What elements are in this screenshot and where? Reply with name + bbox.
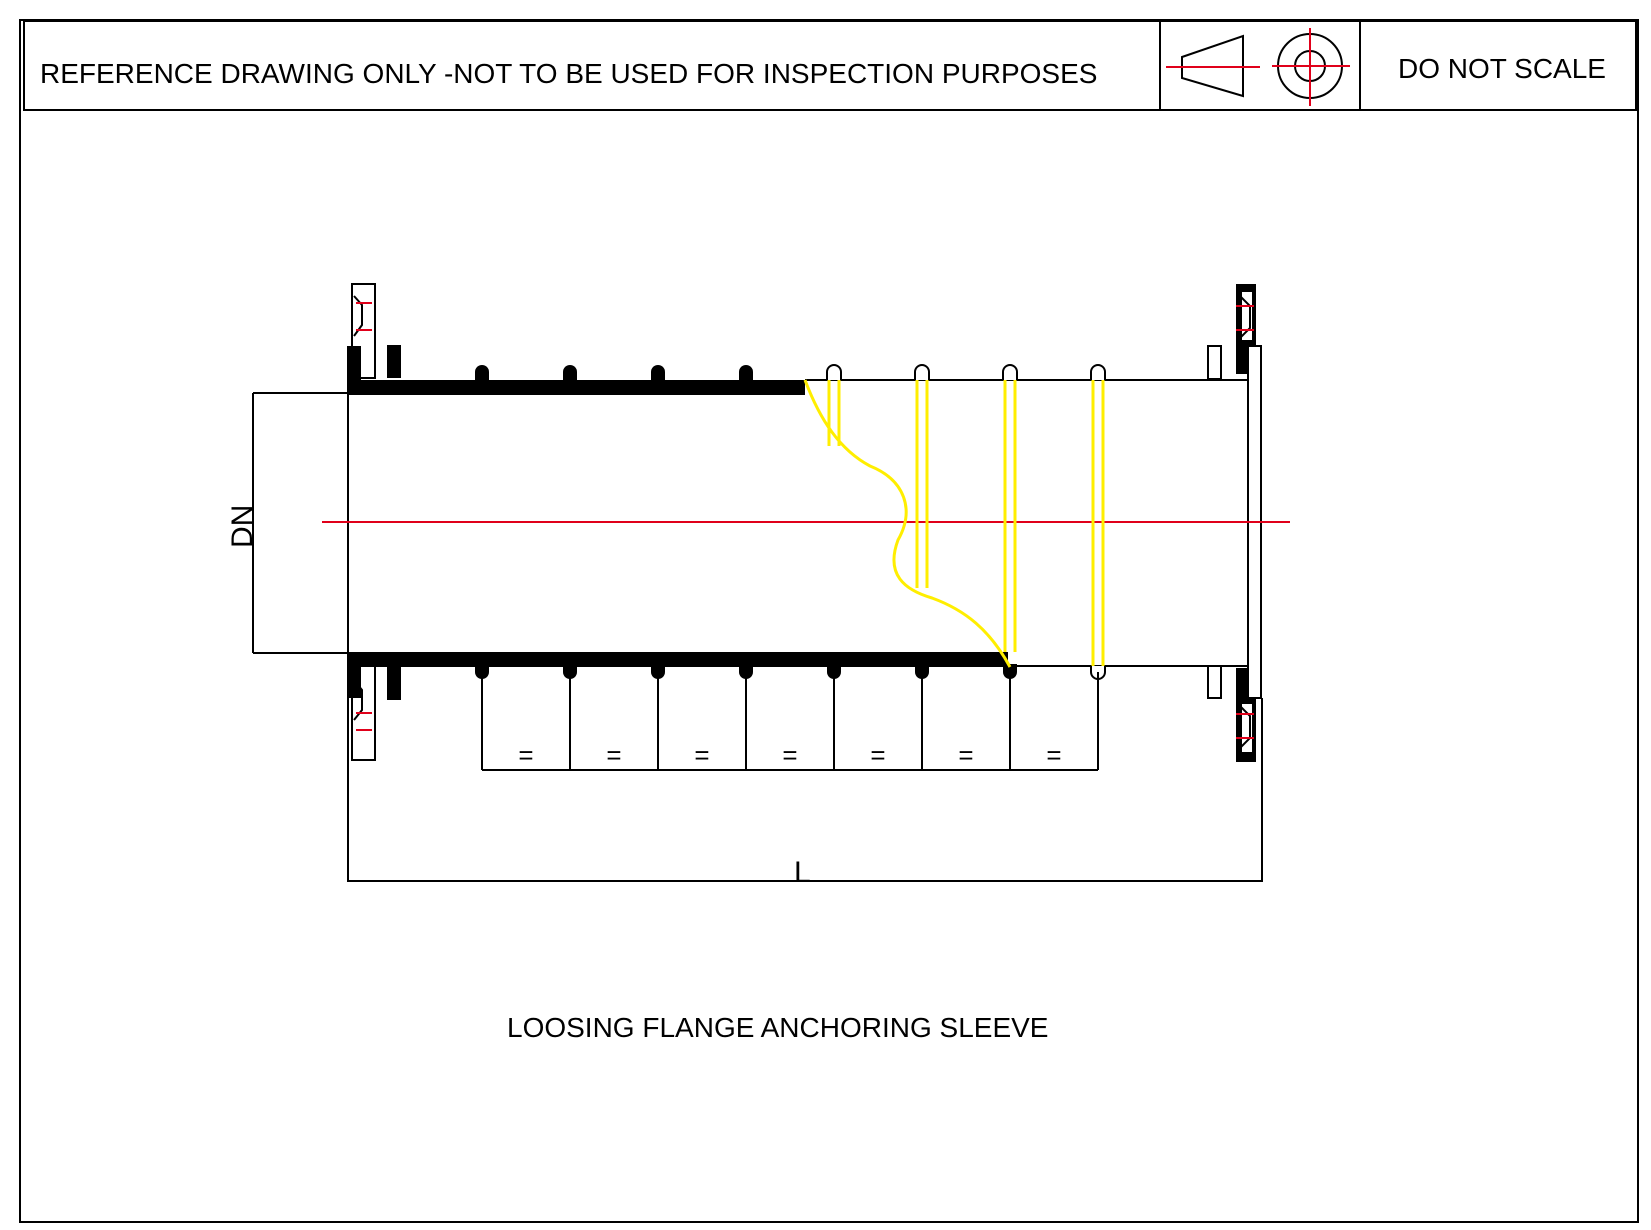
sheet-frame [19, 19, 1639, 1223]
equal-spacing-mark: = [870, 740, 885, 770]
right-flange-top [1207, 284, 1256, 380]
do-not-scale-note: DO NOT SCALE [1398, 53, 1606, 84]
reference-notice: REFERENCE DRAWING ONLY -NOT TO BE USED F… [40, 58, 1097, 89]
length-label: L [794, 856, 811, 889]
diameter-label: DN [226, 505, 259, 548]
sleeve-body [348, 379, 1248, 667]
inner-pipe [252, 380, 349, 662]
equal-spacing-mark: = [606, 740, 621, 770]
left-loose-flange-top [347, 283, 401, 386]
right-flange-bottom [1207, 665, 1256, 762]
break-line [803, 379, 1012, 668]
equal-spacing-mark: = [782, 740, 797, 770]
anchor-ribs-bottom [475, 664, 1017, 679]
anchor-ribs-top-outline [826, 364, 1106, 380]
equal-spacing-mark: = [1046, 740, 1061, 770]
left-loose-flange-bottom [347, 652, 401, 761]
equal-spacing-mark: = [958, 740, 973, 770]
equal-spacing-mark: = [518, 740, 533, 770]
third-angle-projection-icon [1166, 28, 1350, 106]
equal-spacing-dimensions: = = = = = = = [481, 672, 1099, 771]
anchor-ribs-top [475, 365, 753, 382]
drawing-caption: LOOSING FLANGE ANCHORING SLEEVE [507, 1012, 1048, 1043]
length-dimension [347, 662, 1263, 882]
equal-spacing-mark: = [694, 740, 709, 770]
seal-rings [827, 380, 1105, 666]
